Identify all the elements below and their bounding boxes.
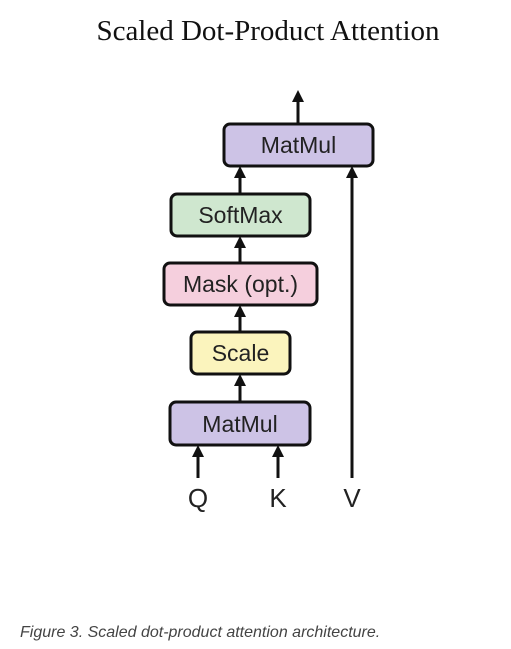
mask-node: Mask (opt.) (162, 261, 319, 307)
scale-label: Scale (212, 340, 270, 366)
matmul-bottom-box (168, 400, 312, 447)
scale-box (189, 330, 292, 376)
matmul-top-node: MatMul (222, 122, 375, 168)
input-q-label: Q (188, 483, 208, 513)
matmul-bottom-label: MatMul (202, 411, 277, 437)
softmax-node: SoftMax (169, 192, 312, 238)
diagram-title: Scaled Dot-Product Attention (96, 15, 440, 47)
matmul-top-label: MatMul (261, 132, 336, 158)
matmul-top-box (222, 122, 375, 168)
figure-caption: Figure 3. Scaled dot-product attention a… (20, 624, 381, 641)
matmul-bottom-node: MatMul (168, 400, 312, 447)
mask-label: Mask (opt.) (183, 271, 298, 297)
input-v-label: V (343, 483, 361, 513)
arrows (192, 90, 358, 478)
mask-box (162, 261, 319, 307)
softmax-box (169, 192, 312, 238)
scale-node: Scale (189, 330, 292, 376)
softmax-label: SoftMax (198, 202, 283, 228)
input-k-label: K (269, 483, 287, 513)
